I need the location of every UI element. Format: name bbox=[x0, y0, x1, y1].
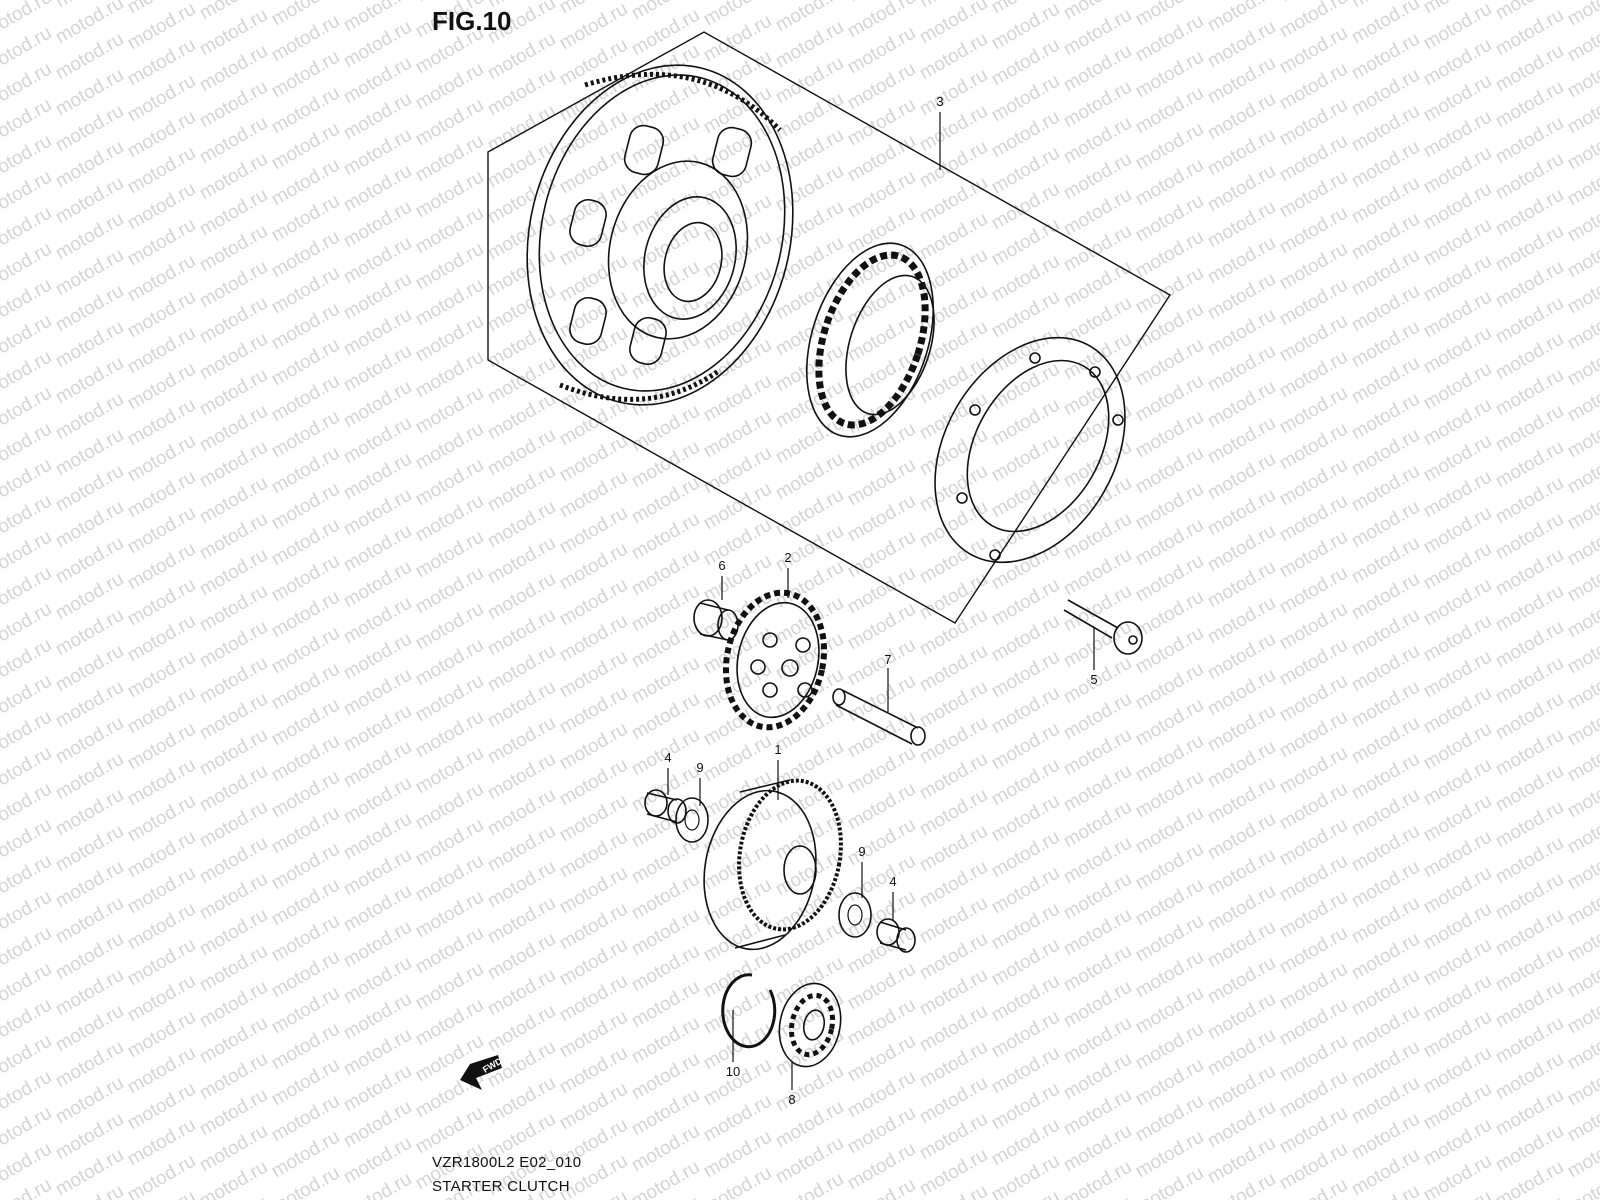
figure-title: FIG.10 bbox=[432, 6, 512, 36]
bearing bbox=[778, 982, 842, 1068]
washer-left bbox=[675, 797, 709, 843]
fwd-arrow-icon: FWD bbox=[460, 1055, 504, 1090]
one-way-clutch bbox=[805, 242, 935, 438]
callout-4-right: 4 bbox=[889, 874, 896, 889]
assembly-box-outline bbox=[487, 31, 1171, 624]
idle-gear-shaft bbox=[832, 688, 926, 746]
callout-1: 1 bbox=[774, 742, 781, 757]
fwd-label: FWD bbox=[481, 1056, 504, 1075]
washer-right bbox=[838, 892, 872, 938]
callout-4-left: 4 bbox=[664, 750, 671, 765]
callout-10: 10 bbox=[726, 1064, 740, 1079]
callout-6: 6 bbox=[718, 558, 725, 573]
callout-2: 2 bbox=[784, 550, 791, 565]
section-name: STARTER CLUTCH bbox=[432, 1178, 570, 1195]
model-code: VZR1800L2 E02_010 bbox=[432, 1154, 582, 1171]
clutch-outer-housing bbox=[934, 336, 1126, 564]
bushing-right bbox=[876, 918, 916, 953]
callout-9-right: 9 bbox=[858, 844, 865, 859]
washer-left-hole bbox=[684, 809, 700, 831]
callout-3: 3 bbox=[936, 94, 943, 109]
torque-limiter bbox=[703, 778, 843, 951]
callout-7: 7 bbox=[884, 652, 891, 667]
washer-right-hole bbox=[847, 904, 863, 926]
clutch-bolt bbox=[1063, 599, 1143, 655]
callout-8: 8 bbox=[788, 1092, 795, 1107]
circlip bbox=[721, 973, 777, 1049]
callout-5: 5 bbox=[1090, 672, 1097, 687]
starter-driven-gear bbox=[526, 64, 794, 406]
bushing-left bbox=[644, 789, 687, 824]
leader-lines bbox=[667, 112, 1095, 1090]
idle-gear-bushing bbox=[693, 599, 739, 641]
starter-idle-gear bbox=[722, 589, 828, 731]
callout-9-left: 9 bbox=[696, 760, 703, 775]
